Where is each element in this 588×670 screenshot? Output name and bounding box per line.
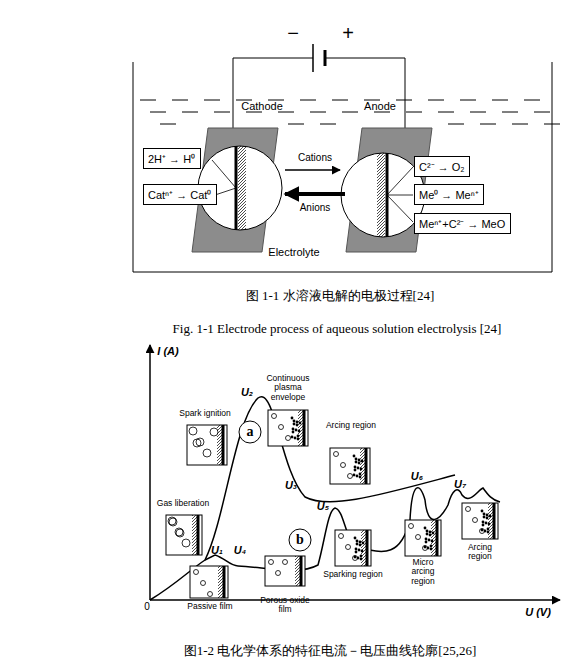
text-label: Micro arcing region xyxy=(401,558,445,586)
inset-sketch xyxy=(268,410,308,446)
inset-sketch xyxy=(265,556,305,586)
text-label: Gas liberation xyxy=(157,499,209,508)
reaction-box: 2H⁺ → H⁰ xyxy=(143,148,201,169)
text-label: U (V) xyxy=(525,606,551,618)
text-label: − xyxy=(287,22,299,44)
text-label: Continuous plasma envelope xyxy=(260,374,316,402)
reaction-text: Me⁰ → Meⁿ⁺ xyxy=(419,189,479,201)
text-label: Anions xyxy=(300,202,331,213)
text-label: U₆ xyxy=(411,470,423,482)
reaction-text: Catⁿ⁺ → Cat⁰ xyxy=(148,189,211,201)
text-label: U₂ xyxy=(241,386,253,398)
text-label: Anode xyxy=(364,100,396,112)
inset-sketch xyxy=(405,520,441,556)
curve-marker: a xyxy=(238,420,262,444)
text-label: Sparking region xyxy=(323,570,383,579)
inset-sketch xyxy=(187,425,227,465)
curve-letter: a xyxy=(247,424,254,439)
text-label: U₅ xyxy=(317,500,329,512)
text-label: Arcing region xyxy=(460,543,500,562)
text-label: + xyxy=(342,22,354,44)
text-label: Electrolyte xyxy=(268,246,319,258)
inset-sketch xyxy=(335,530,371,566)
reaction-box: Catⁿ⁺ → Cat⁰ xyxy=(143,184,217,205)
text-label: Cathode xyxy=(241,100,283,112)
figure-caption: 图 1-1 水溶液电解的电极过程[24] xyxy=(246,289,435,303)
electrolysis-cell xyxy=(133,44,560,272)
text-label: U₄ xyxy=(234,544,246,556)
text-label: U₃ xyxy=(285,479,297,491)
text-label: 0 xyxy=(144,601,150,612)
text-label: I (A) xyxy=(157,345,178,357)
reaction-box: Me⁰ → Meⁿ⁺ xyxy=(414,184,484,205)
text-label: Spark ignition xyxy=(179,409,231,418)
inset-sketch xyxy=(166,515,202,555)
reaction-text: C²⁻ → O₂ xyxy=(419,161,465,173)
reaction-box: Meⁿ⁺+C²⁻ → MeO xyxy=(414,213,511,234)
text-label: Arcing region xyxy=(326,421,376,430)
inset-sketch xyxy=(462,503,498,539)
current-voltage-chart xyxy=(150,345,560,600)
text-label: Porous oxide film xyxy=(257,596,313,615)
figure-caption: Fig. 1-1 Electrode process of aqueous so… xyxy=(173,322,502,336)
reaction-text: 2H⁺ → H⁰ xyxy=(148,153,195,165)
text-label: Cations xyxy=(298,152,332,163)
text-label: Passive film xyxy=(187,602,232,611)
curve-marker: b xyxy=(288,528,312,552)
inset-sketch xyxy=(330,448,370,484)
figure-caption: 图1-2 电化学体系的特征电流－电压曲线轮廓[25,26] xyxy=(184,644,477,658)
text-label: U₁ xyxy=(211,544,223,556)
reaction-text: Meⁿ⁺+C²⁻ → MeO xyxy=(419,218,505,230)
inset-sketch xyxy=(190,566,228,598)
reaction-box: C²⁻ → O₂ xyxy=(414,156,470,177)
curve-letter: b xyxy=(296,532,304,547)
text-label: U₇ xyxy=(454,478,466,490)
